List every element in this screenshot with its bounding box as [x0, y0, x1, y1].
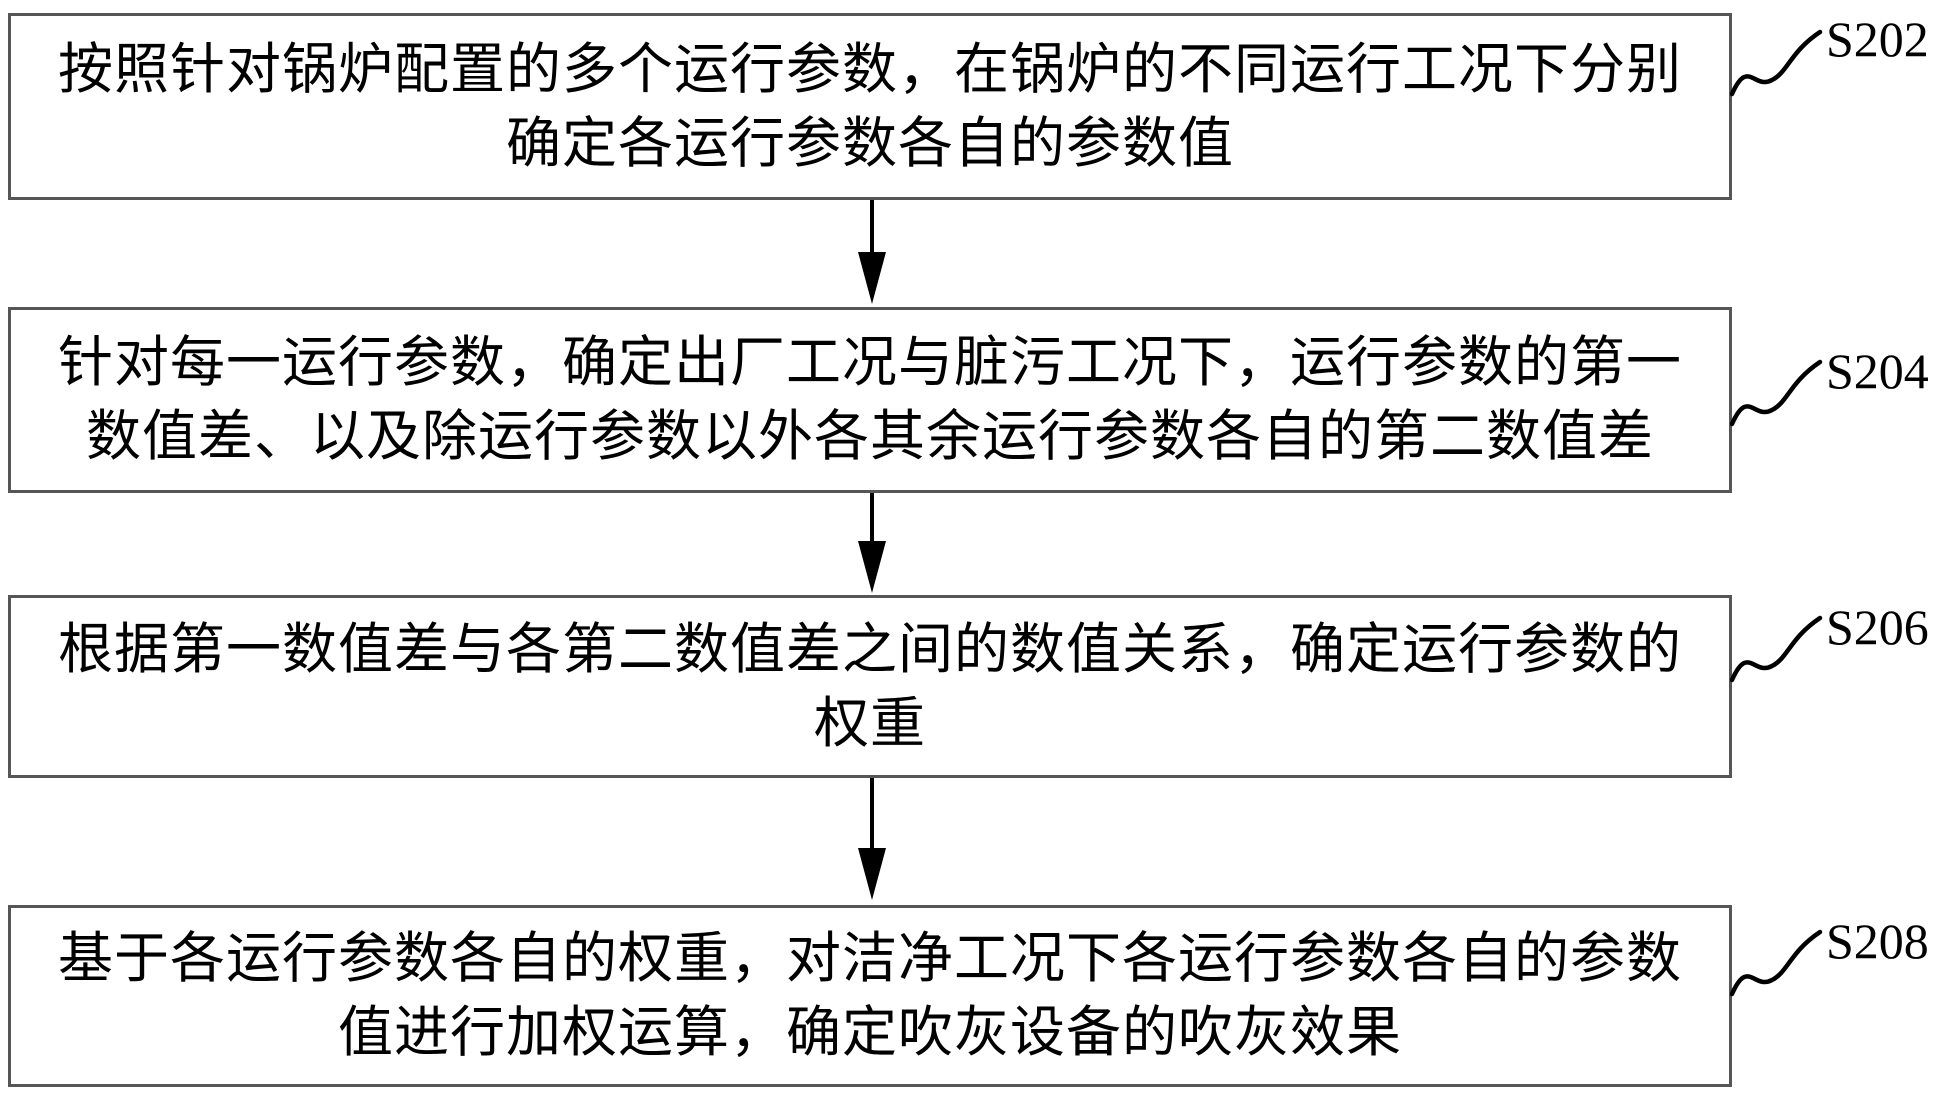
leader-squiggle-icon [1730, 358, 1825, 430]
step-text-line: 确定各运行参数各自的参数值 [505, 112, 1234, 174]
step-box-s208: 基于各运行参数各自的权重，对洁净工况下各运行参数各自的参数 值进行加权运算，确定… [8, 905, 1732, 1087]
arrow-head-icon [858, 848, 886, 900]
step-label-s208: S208 [1826, 913, 1929, 969]
step-text-line: 按照针对锅炉配置的多个运行参数，在锅炉的不同运行工况下分别 [57, 38, 1682, 100]
arrow-shaft [870, 778, 874, 848]
step-text-line: 权重 [813, 692, 926, 754]
arrow-head-icon [858, 252, 886, 304]
arrow-shaft [870, 493, 874, 541]
step-box-s204: 针对每一运行参数，确定出厂工况与脏污工况下，运行参数的第一 数值差、以及除运行参… [8, 307, 1732, 493]
step-box-s202: 按照针对锅炉配置的多个运行参数，在锅炉的不同运行工况下分别 确定各运行参数各自的… [8, 13, 1732, 200]
leader-squiggle-icon [1730, 928, 1825, 1000]
arrow-head-icon [858, 541, 886, 593]
leader-squiggle-icon [1730, 614, 1825, 686]
step-text-line: 根据第一数值差与各第二数值差之间的数值关系，确定运行参数的 [57, 618, 1682, 680]
flow-arrow-down [857, 778, 887, 900]
step-text-line: 针对每一运行参数，确定出厂工况与脏污工况下，运行参数的第一 [57, 332, 1682, 393]
step-text-line: 值进行加权运算，确定吹灰设备的吹灰效果 [337, 1002, 1402, 1063]
arrow-shaft [870, 200, 874, 252]
step-label-s202: S202 [1826, 11, 1929, 67]
step-text-line: 基于各运行参数各自的权重，对洁净工况下各运行参数各自的参数 [57, 928, 1682, 989]
flow-arrow-down [857, 200, 887, 304]
flow-arrow-down [857, 493, 887, 593]
leader-squiggle-icon [1730, 28, 1825, 100]
step-text-line: 数值差、以及除运行参数以外各其余运行参数各自的第二数值差 [85, 406, 1654, 467]
step-label-s206: S206 [1826, 599, 1929, 655]
step-box-s206: 根据第一数值差与各第二数值差之间的数值关系，确定运行参数的 权重 [8, 595, 1732, 778]
step-label-s204: S204 [1826, 343, 1929, 399]
